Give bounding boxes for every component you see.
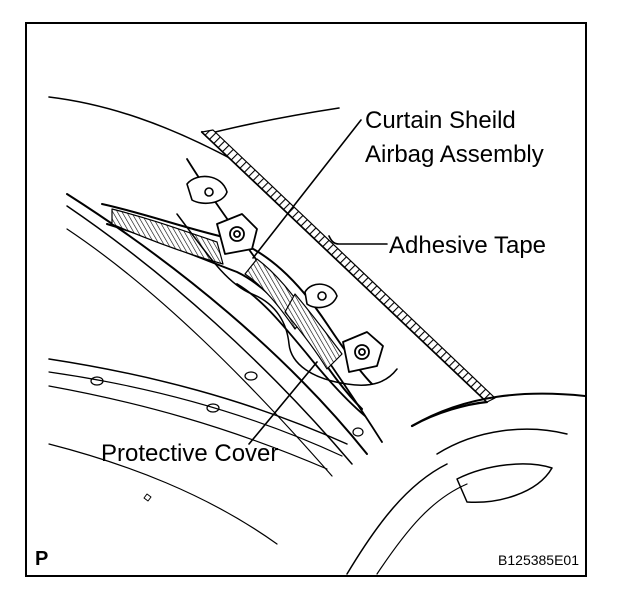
dash-vent xyxy=(456,463,553,503)
detail-hole-3 xyxy=(244,371,258,381)
dash-top-line xyxy=(411,392,585,427)
wire-harness xyxy=(176,213,398,386)
bolt-upper xyxy=(216,213,258,255)
dash-inner-curve xyxy=(436,428,568,455)
detail-mark xyxy=(143,493,152,502)
door-sill-line-1 xyxy=(48,358,348,445)
protective-leader-line xyxy=(248,361,318,445)
label-protective-cover: Protective Cover xyxy=(101,440,278,467)
roof-edge-line xyxy=(48,96,238,163)
figure-id: B125385E01 xyxy=(498,552,579,568)
door-sill-line-2 xyxy=(48,371,343,457)
adhesive-leader-line xyxy=(328,235,388,245)
protective-cover-edge xyxy=(236,283,366,417)
airbag-fold-section-3 xyxy=(284,293,343,370)
clip-middle xyxy=(304,283,338,309)
detail-hole-4 xyxy=(352,427,364,437)
view-code: P xyxy=(35,548,49,570)
door-lower-line xyxy=(48,443,278,545)
side-frame-line-2 xyxy=(66,205,353,465)
detail-hole-1 xyxy=(90,376,104,386)
label-adhesive-tape: Adhesive Tape xyxy=(389,232,546,259)
bolt-lower xyxy=(342,331,384,373)
airbag-fold-section xyxy=(111,208,224,265)
detail-hole-2 xyxy=(206,403,220,413)
curtain-leader-line xyxy=(252,119,362,259)
dash-lower-2 xyxy=(376,483,468,575)
side-frame-line-3 xyxy=(66,228,333,477)
door-sill-line-3 xyxy=(48,385,328,470)
label-curtain-line1: Curtain Sheild xyxy=(365,107,516,134)
headliner-line xyxy=(206,107,340,135)
label-curtain-line2: Airbag Assembly xyxy=(365,141,544,168)
pillar-illustration: Curtain Sheild Airbag Assembly Adhesive … xyxy=(48,96,585,575)
clip-upper xyxy=(186,175,228,205)
illustration-frame: Curtain Sheild Airbag Assembly Adhesive … xyxy=(25,22,587,577)
dash-lower xyxy=(346,463,448,575)
